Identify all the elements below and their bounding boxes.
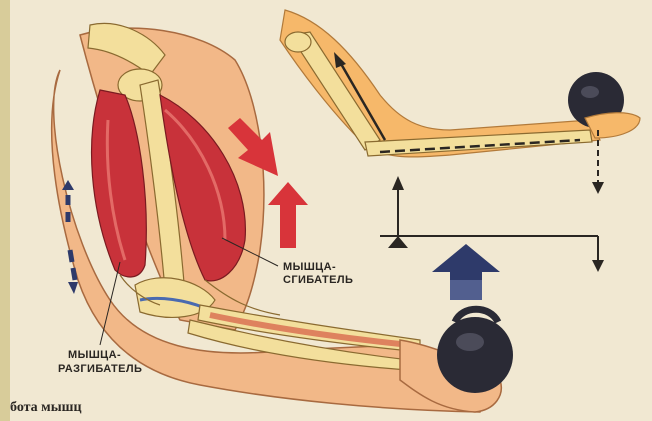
figure-caption: бота мышц	[10, 400, 82, 416]
flexor-label-line2: СГИБАТЕЛЬ	[283, 275, 353, 286]
lift-arrow	[432, 244, 500, 300]
lever-schematic	[380, 176, 604, 272]
schematic-arm	[280, 10, 640, 194]
flexor-label-line1: МЫШЦА-	[283, 262, 336, 273]
kettlebell-bottom	[437, 309, 513, 393]
extensor-label-line2: РАЗГИБАТЕЛЬ	[58, 364, 142, 375]
extensor-label-line1: МЫШЦА-	[68, 350, 121, 361]
